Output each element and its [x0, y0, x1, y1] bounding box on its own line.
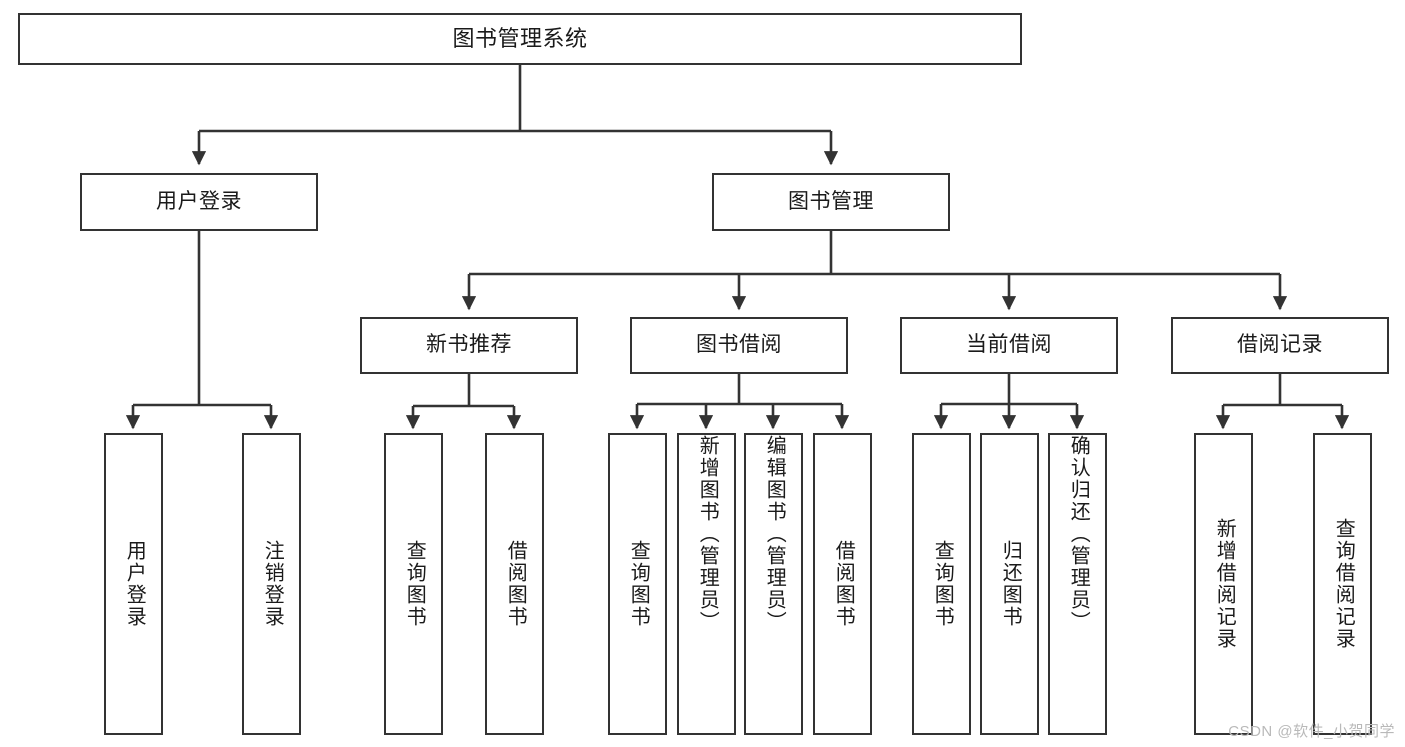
node-label: 借阅记录 [1237, 333, 1323, 357]
node-label: 借阅图书 [832, 540, 855, 628]
node-label: 新书推荐 [426, 333, 512, 357]
node-label: 编辑图书（管理员） [763, 435, 786, 633]
node-leaf-add-book-admin[interactable]: 新增图书（管理员） [677, 433, 736, 735]
node-label: 新增图书（管理员） [696, 435, 719, 633]
node-leaf-logout[interactable]: 注销登录 [242, 433, 301, 735]
node-leaf-query-borrow-record[interactable]: 查询借阅记录 [1313, 433, 1372, 735]
node-leaf-edit-book-admin[interactable]: 编辑图书（管理员） [744, 433, 803, 735]
node-label: 图书借阅 [696, 333, 782, 357]
node-label: 查询图书 [627, 540, 650, 628]
node-label: 查询借阅记录 [1332, 518, 1355, 650]
node-leaf-add-borrow-record[interactable]: 新增借阅记录 [1194, 433, 1253, 735]
node-leaf-borrow-book[interactable]: 借阅图书 [813, 433, 872, 735]
node-label: 借阅图书 [504, 540, 527, 628]
node-current-borrow[interactable]: 当前借阅 [900, 317, 1118, 374]
node-leaf-confirm-return-admin[interactable]: 确认归还（管理员） [1048, 433, 1107, 735]
node-label: 归还图书 [999, 540, 1022, 628]
node-book-management[interactable]: 图书管理 [712, 173, 950, 231]
node-leaf-query-book-recommend[interactable]: 查询图书 [384, 433, 443, 735]
node-root-book-management-system[interactable]: 图书管理系统 [18, 13, 1022, 65]
node-label: 图书管理 [788, 189, 874, 213]
node-leaf-user-login[interactable]: 用户登录 [104, 433, 163, 735]
node-label: 新增借阅记录 [1213, 518, 1236, 650]
node-label: 用户登录 [123, 540, 146, 628]
node-label: 查询图书 [403, 540, 426, 628]
node-book-borrow[interactable]: 图书借阅 [630, 317, 848, 374]
node-leaf-return-book[interactable]: 归还图书 [980, 433, 1039, 735]
node-leaf-query-book-current[interactable]: 查询图书 [912, 433, 971, 735]
node-label: 用户登录 [156, 189, 242, 213]
node-label: 当前借阅 [966, 333, 1052, 357]
node-label: 图书管理系统 [452, 26, 588, 52]
node-label: 查询图书 [931, 540, 954, 628]
node-new-book-recommend[interactable]: 新书推荐 [360, 317, 578, 374]
node-leaf-borrow-book-recommend[interactable]: 借阅图书 [485, 433, 544, 735]
node-label: 注销登录 [261, 540, 284, 628]
node-leaf-query-book-borrow[interactable]: 查询图书 [608, 433, 667, 735]
watermark-text: CSDN @软件_小贺同学 [1228, 723, 1395, 740]
node-user-login[interactable]: 用户登录 [80, 173, 318, 231]
node-label: 确认归还（管理员） [1067, 435, 1090, 633]
node-borrow-record[interactable]: 借阅记录 [1171, 317, 1389, 374]
